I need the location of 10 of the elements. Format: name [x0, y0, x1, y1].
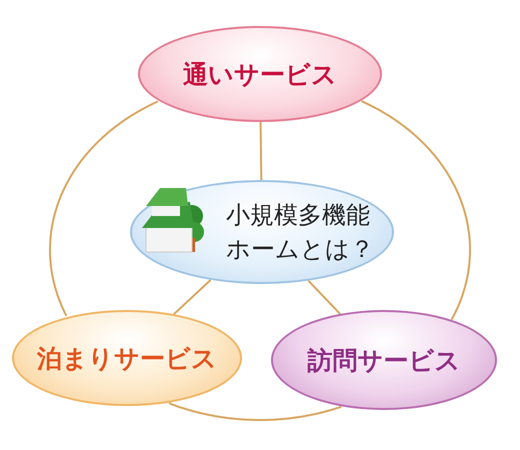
connector-line: [361, 100, 471, 320]
service-label: 泊まりサービス: [37, 342, 217, 374]
service-label: 小規模多機能ホームとは？: [226, 200, 375, 265]
connector-line: [308, 280, 341, 315]
connector-line: [49, 100, 158, 316]
connector-line: [260, 122, 262, 180]
connector-line: [173, 279, 212, 315]
service-label: 通いサービス: [183, 58, 337, 90]
service-label: 訪問サービス: [308, 344, 460, 376]
connector-line: [168, 402, 342, 421]
